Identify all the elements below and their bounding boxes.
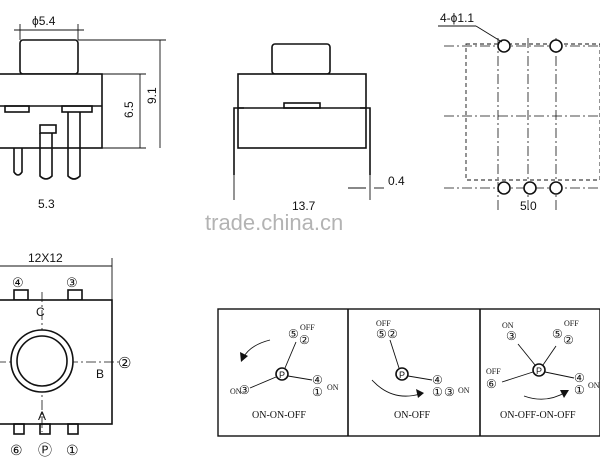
front-pin-right [67,112,81,180]
front-view: ϕ5.4 6.5 9.1 5.3 [0,14,166,211]
front-pin-left [13,148,23,176]
dim-width-13-7: 13.7 [292,199,316,213]
dim-size-12x12: 12X12 [28,251,63,265]
bottom-button-ring-outer [10,329,74,393]
caption-on-off-on-off: ON-OFF-ON-OFF [500,410,576,421]
pole-p-label: P [279,370,285,380]
letter-b: B [96,367,104,381]
pcb-hole [549,181,563,195]
contact-3: ③ [239,383,250,397]
contact-4: ④ [574,371,585,385]
on-label: ON [458,386,470,395]
contact-3: ③ [444,385,455,399]
contact-1: ① [432,385,443,399]
pcb-layout: 4-ϕ1.1 5.0 [438,11,600,213]
letter-c: C [36,305,45,319]
side-button-cap [271,43,331,75]
caption-on-on-off: ON-ON-OFF [252,410,306,421]
front-button-cap [19,39,79,75]
pcb-outline [465,43,600,181]
off-label-top: OFF [564,319,579,328]
pole-p [275,367,289,381]
bottom-view: 12X12 ④ ③ C B A ② ⑥ Ⓟ ① [0,251,131,458]
watermark: trade.china.cn [205,210,343,235]
front-body [0,73,103,149]
off-label: OFF [300,323,315,332]
contact-1: ① [312,385,323,399]
contact-1: ① [574,383,585,397]
contact-5: ⑤ [376,327,387,341]
pole-p-label: P [536,366,542,376]
contact-2: ② [387,327,398,341]
contact-5: ⑤ [552,327,563,341]
pin-3-label: ③ [66,275,78,290]
schematic-frame [217,308,600,437]
dim-thickness-0-4: 0.4 [388,174,405,188]
pin-p-label: Ⓟ [38,442,52,458]
on-label-left: ON [230,387,242,396]
letter-a: A [38,409,46,423]
pole-p-label: P [399,370,405,380]
off-label: OFF [376,319,391,328]
contact-5: ⑤ [288,327,299,341]
dim-height-6-5: 6.5 [122,101,136,118]
contact-6: ⑥ [486,377,497,391]
side-pin-2-label: ② [118,355,131,372]
pole-p [532,363,546,377]
side-lead-left [233,107,244,175]
side-view: 0.4 13.7 [233,43,405,213]
schematic-on-on-off: P OFF ⑤ ② ON ③ ④ ① ON ON-ON-OFF [230,323,339,421]
on-label-right: ON [327,383,339,392]
pin-6-label: ⑥ [10,442,23,458]
pcb-hole [497,181,511,195]
dim-width-5-0: 5.0 [520,199,537,213]
side-lead-right [360,107,371,175]
contact-3: ③ [506,329,517,343]
pin-1-label: ① [66,442,79,458]
schematic-table [217,308,600,437]
on-label-right: ON [588,381,600,390]
dim-width-5-3: 5.3 [38,197,55,211]
contact-4: ④ [312,373,323,387]
pcb-hole [549,39,563,53]
contact-4: ④ [432,373,443,387]
dim-height-9-1: 9.1 [145,87,159,104]
pin-4-label: ④ [12,275,24,290]
side-body [237,73,367,149]
on-label-top: ON [502,321,514,330]
caption-on-off: ON-OFF [394,410,431,421]
contact-2: ② [563,333,574,347]
schematic-on-off: P OFF ⑤ ② ④ ① ③ ON ON-OFF [371,319,470,421]
dim-holes: 4-ϕ1.1 [440,11,474,25]
pcb-hole [523,181,537,195]
contact-2: ② [299,333,310,347]
pole-p [395,367,409,381]
bottom-button-ring-inner [16,335,68,387]
dim-diameter-5-4: ϕ5.4 [32,14,56,28]
front-pin-middle [39,133,53,180]
off-label-left: OFF [486,367,501,376]
schematic-on-off-on-off: P ON ③ OFF ⑤ ② OFF ⑥ ④ ① ON ON-OFF-ON-OF… [486,319,600,421]
pcb-hole [497,39,511,53]
